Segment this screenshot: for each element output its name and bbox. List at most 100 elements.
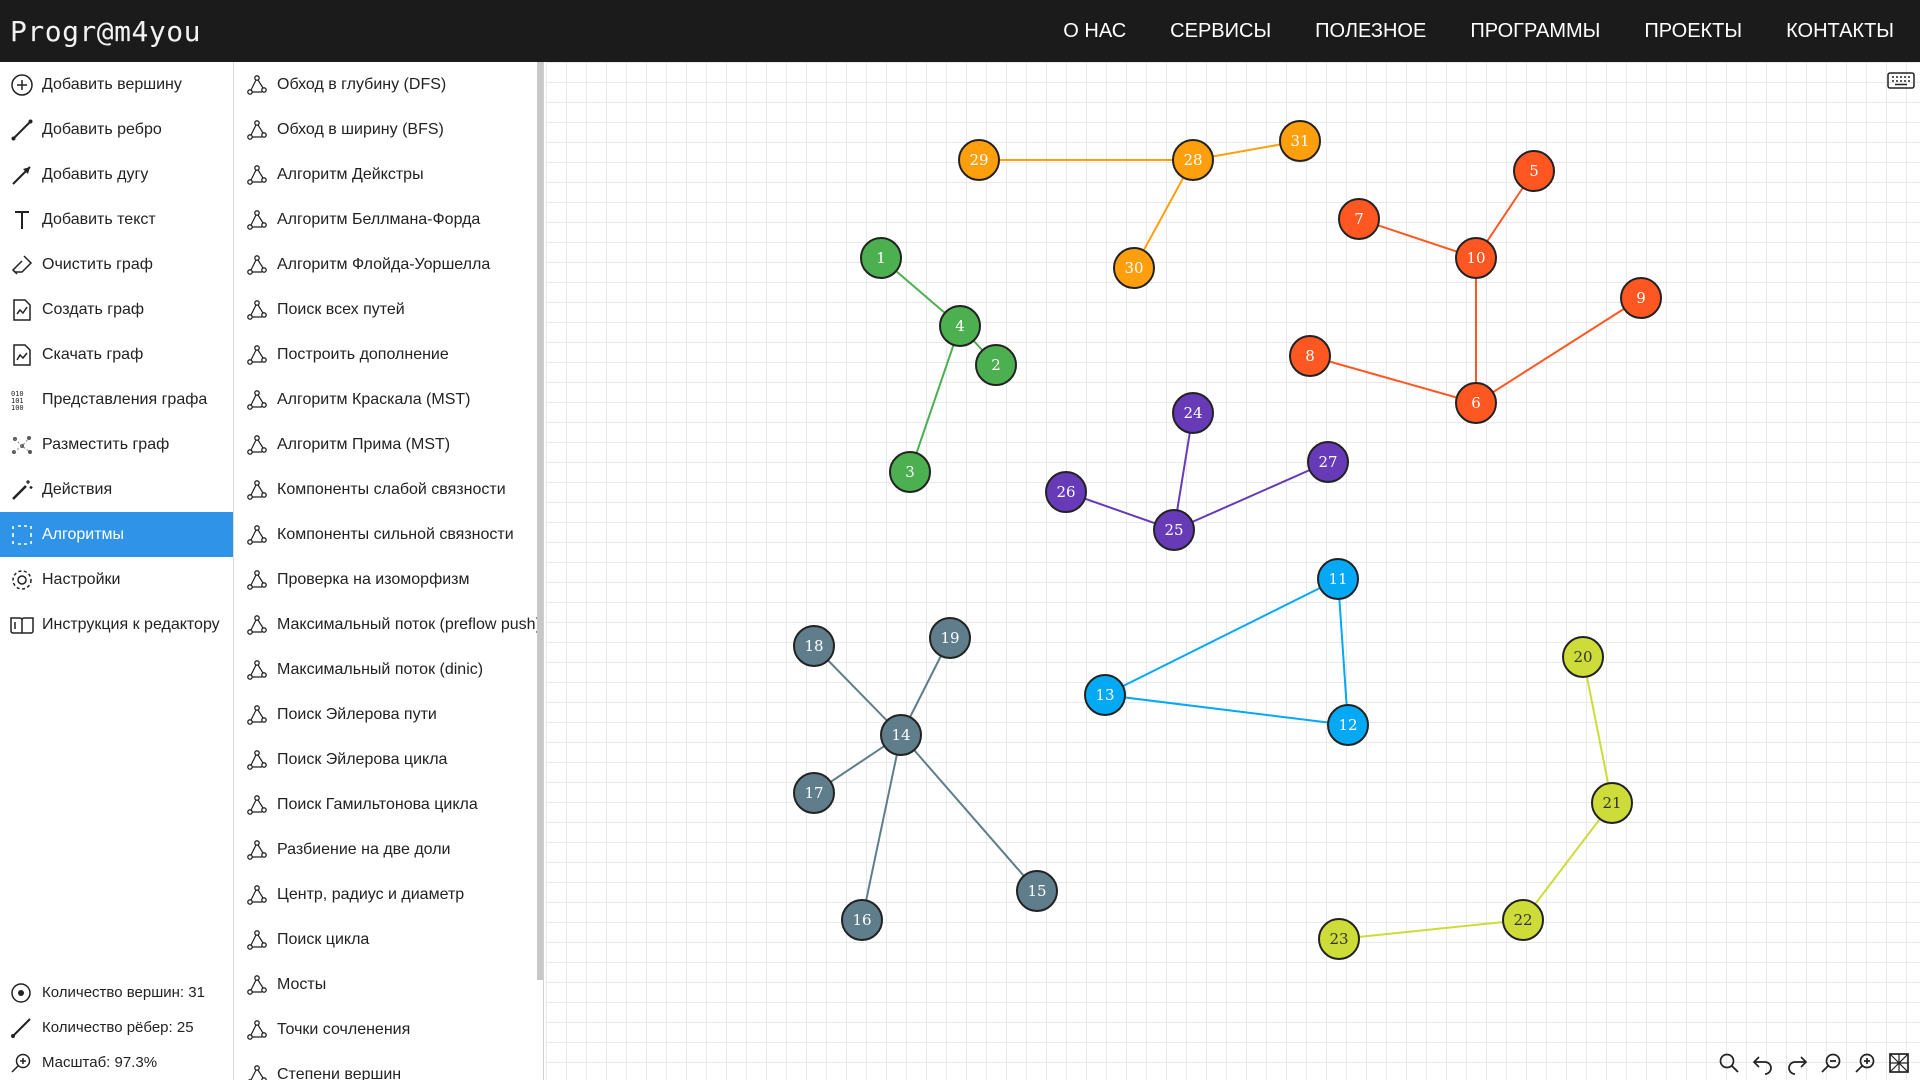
vertex-circle[interactable]: [793, 772, 835, 814]
graph-vertex[interactable]: 3: [889, 451, 931, 493]
graph-vertex[interactable]: 22: [1502, 899, 1544, 941]
graph-vertex[interactable]: 9: [1620, 277, 1662, 319]
graph-vertex[interactable]: 30: [1113, 247, 1155, 289]
zoom-in-icon[interactable]: [1850, 1048, 1880, 1078]
vertex-circle[interactable]: [1307, 441, 1349, 483]
vertex-circle[interactable]: [1113, 247, 1155, 289]
vertex-circle[interactable]: [1153, 509, 1195, 551]
vertex-circle[interactable]: [889, 451, 931, 493]
vertex-circle[interactable]: [1562, 636, 1604, 678]
menu-clear-graph[interactable]: Очистить граф: [0, 242, 233, 287]
undo-icon[interactable]: [1748, 1048, 1778, 1078]
algorithm-item[interactable]: Точки сочленения: [235, 1007, 543, 1052]
graph-vertex[interactable]: 1: [860, 237, 902, 279]
menu-arrange-graph[interactable]: Разместить граф: [0, 422, 233, 467]
algorithm-item[interactable]: Поиск Гамильтонова цикла: [235, 782, 543, 827]
graph-vertex[interactable]: 4: [939, 305, 981, 347]
menu-create-graph[interactable]: Создать граф: [0, 287, 233, 332]
algorithm-item[interactable]: Построить дополнение: [235, 332, 543, 377]
vertex-circle[interactable]: [841, 899, 883, 941]
graph-vertex[interactable]: 8: [1289, 335, 1331, 377]
vertex-circle[interactable]: [1455, 382, 1497, 424]
graph-edge[interactable]: [861, 734, 902, 921]
graph-edge[interactable]: [1104, 694, 1349, 726]
vertex-circle[interactable]: [1620, 277, 1662, 319]
graph-vertex[interactable]: 29: [958, 139, 1000, 181]
algorithm-item[interactable]: Поиск Эйлерова пути: [235, 692, 543, 737]
graph-edge[interactable]: [1338, 919, 1524, 940]
vertex-circle[interactable]: [1338, 198, 1380, 240]
vertex-circle[interactable]: [860, 237, 902, 279]
menu-settings[interactable]: Настройки: [0, 557, 233, 602]
algorithm-item[interactable]: Компоненты слабой связности: [235, 467, 543, 512]
graph-vertex[interactable]: 5: [1513, 150, 1555, 192]
graph-edge[interactable]: [1173, 461, 1329, 531]
algorithm-item[interactable]: Обход в ширину (BFS): [235, 107, 543, 152]
algorithm-item[interactable]: Мосты: [235, 962, 543, 1007]
menu-algorithms[interactable]: Алгоритмы: [0, 512, 233, 557]
algorithm-item[interactable]: Центр, радиус и диаметр: [235, 872, 543, 917]
algorithm-item[interactable]: Обход в глубину (DFS): [235, 62, 543, 107]
graph-vertex[interactable]: 24: [1172, 392, 1214, 434]
vertex-circle[interactable]: [1318, 918, 1360, 960]
algorithm-item[interactable]: Проверка на изоморфизм: [235, 557, 543, 602]
graph-vertex[interactable]: 16: [841, 899, 883, 941]
graph-vertex[interactable]: 12: [1327, 704, 1369, 746]
algorithm-item[interactable]: Степени вершин: [235, 1052, 543, 1080]
vertex-circle[interactable]: [1172, 392, 1214, 434]
graph-vertex[interactable]: 15: [1016, 870, 1058, 912]
vertex-circle[interactable]: [1327, 704, 1369, 746]
menu-download-graph[interactable]: Скачать граф: [0, 332, 233, 377]
nav-useful[interactable]: ПОЛЕЗНОЕ: [1315, 19, 1427, 42]
algorithm-item[interactable]: Максимальный поток (dinic): [235, 647, 543, 692]
vertex-circle[interactable]: [975, 344, 1017, 386]
vertex-circle[interactable]: [880, 714, 922, 756]
graph-edge[interactable]: [900, 734, 1038, 892]
graph-vertex[interactable]: 2: [975, 344, 1017, 386]
algorithm-item[interactable]: Максимальный поток (preflow push): [235, 602, 543, 647]
vertex-circle[interactable]: [1172, 139, 1214, 181]
graph-vertex[interactable]: 14: [880, 714, 922, 756]
graph-vertex[interactable]: 21: [1591, 782, 1633, 824]
vertex-circle[interactable]: [1084, 674, 1126, 716]
vertex-circle[interactable]: [1016, 870, 1058, 912]
menu-add-text[interactable]: Добавить текст: [0, 197, 233, 242]
algorithm-item[interactable]: Алгоритм Беллмана-Форда: [235, 197, 543, 242]
vertex-circle[interactable]: [939, 305, 981, 347]
graph-vertex[interactable]: 19: [929, 617, 971, 659]
graph-vertex[interactable]: 17: [793, 772, 835, 814]
graph-vertex[interactable]: 26: [1045, 471, 1087, 513]
nav-about[interactable]: О НАС: [1063, 19, 1127, 42]
graph-edge[interactable]: [1475, 297, 1642, 404]
graph-edge[interactable]: [1309, 355, 1477, 404]
vertex-circle[interactable]: [958, 139, 1000, 181]
vertex-circle[interactable]: [1045, 471, 1087, 513]
redo-icon[interactable]: [1782, 1048, 1812, 1078]
vertex-circle[interactable]: [1317, 558, 1359, 600]
graph-edge[interactable]: [909, 325, 961, 473]
nav-services[interactable]: СЕРВИСЫ: [1170, 19, 1272, 42]
fit-to-screen-icon[interactable]: [1884, 1048, 1914, 1078]
zoom-out-icon[interactable]: [1816, 1048, 1846, 1078]
algorithm-item[interactable]: Алгоритм Краскала (MST): [235, 377, 543, 422]
algorithm-item[interactable]: Алгоритм Дейкстры: [235, 152, 543, 197]
menu-editor-guide[interactable]: Инструкция к редактору: [0, 602, 233, 647]
algorithm-item[interactable]: Поиск цикла: [235, 917, 543, 962]
graph-vertex[interactable]: 7: [1338, 198, 1380, 240]
graph-vertex[interactable]: 20: [1562, 636, 1604, 678]
graph-vertex[interactable]: 6: [1455, 382, 1497, 424]
graph-vertex[interactable]: 11: [1317, 558, 1359, 600]
vertex-circle[interactable]: [1502, 899, 1544, 941]
graph-vertex[interactable]: 27: [1307, 441, 1349, 483]
vertex-circle[interactable]: [1591, 782, 1633, 824]
graph-vertex[interactable]: 23: [1318, 918, 1360, 960]
graph-vertex[interactable]: 10: [1455, 237, 1497, 279]
algorithm-item[interactable]: Разбиение на две доли: [235, 827, 543, 872]
vertex-circle[interactable]: [1455, 237, 1497, 279]
graph-vertex[interactable]: 31: [1279, 120, 1321, 162]
graph-vertex[interactable]: 25: [1153, 509, 1195, 551]
vertex-circle[interactable]: [793, 625, 835, 667]
